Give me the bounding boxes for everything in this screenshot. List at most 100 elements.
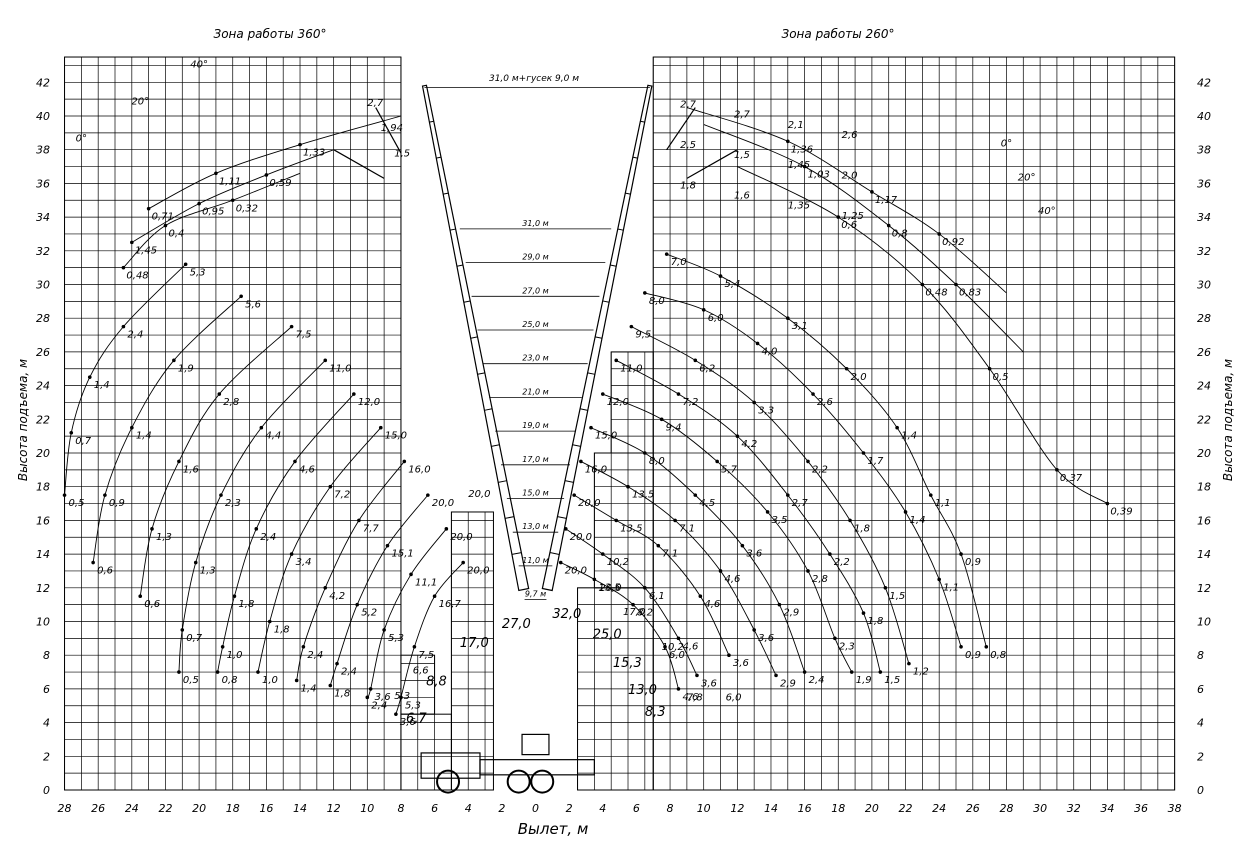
y-tick-label-left: 10 (36, 616, 50, 629)
load-value-label: 8,0 (649, 296, 665, 307)
y-tick-label-right: 20 (1197, 447, 1211, 460)
load-point (802, 670, 807, 674)
jib-sketch-right (686, 149, 738, 179)
short-boom-load-left: 6,7 (406, 712, 427, 727)
jib-load-point (937, 232, 941, 236)
load-value-label: 2,4 (809, 675, 825, 686)
jib-load-point (230, 198, 235, 203)
load-value-label: 2,4 (260, 532, 276, 543)
load-value-label: 4,6 (725, 574, 741, 585)
load-point (984, 644, 989, 649)
load-point (786, 316, 790, 321)
load-value-label: 3,3 (758, 405, 774, 416)
short-boom-load-right: 17,0 (623, 607, 645, 618)
load-value-label: 3,6 (375, 692, 391, 703)
load-point (806, 569, 810, 573)
load-point (444, 527, 449, 531)
load-point (752, 628, 756, 632)
load-value-label: 1,9 (178, 363, 194, 374)
y-tick-label-right: 30 (1197, 279, 1211, 292)
y-tick-label-left: 42 (36, 76, 50, 89)
y-tick-label-left: 18 (36, 481, 50, 494)
load-value-label: 1,4 (901, 431, 917, 442)
load-point (558, 560, 563, 565)
load-point (693, 358, 698, 363)
y-tick-label-right: 2 (1197, 750, 1204, 763)
load-value-label: 5,3 (405, 700, 421, 711)
load-value-label: 3,6 (701, 678, 717, 689)
load-point (740, 543, 745, 548)
y-tick-label-left: 16 (36, 514, 50, 527)
y-tick-label-left: 36 (36, 177, 50, 190)
jib-load-point (146, 206, 151, 211)
load-point (614, 518, 619, 523)
load-point (861, 451, 866, 455)
jib-length-label: 31,0 м+гусек 9,0 м (489, 74, 579, 84)
load-point (62, 493, 67, 497)
load-point (695, 673, 699, 678)
load-point (844, 366, 849, 371)
load-value-label: 1,2 (913, 667, 929, 678)
grid-frame (610, 351, 654, 454)
load-point (626, 484, 630, 489)
jib-tip-label: 2,5 (680, 140, 696, 151)
load-point (718, 274, 723, 278)
jib-angle-label: 0° (1001, 139, 1012, 150)
load-point (215, 670, 220, 674)
load-point (294, 678, 299, 683)
load-point (895, 425, 899, 430)
truck-wheel (506, 769, 531, 794)
y-axis-label-left: Высота подъема, м (16, 359, 30, 481)
load-point (69, 430, 74, 435)
load-point (673, 518, 677, 523)
x-tick-label: 28 (58, 802, 72, 815)
jib-sketch-right (666, 107, 696, 151)
load-point (676, 636, 681, 641)
load-point (715, 459, 719, 464)
x-tick-label: 14 (293, 802, 307, 815)
load-point (676, 687, 681, 691)
x-tick-label: 8 (397, 802, 404, 815)
load-value-label: 5,7 (721, 464, 738, 475)
load-point (239, 294, 243, 299)
y-tick-label-left: 6 (43, 683, 50, 696)
jib-load-label: 0,48 (126, 271, 148, 282)
boom-left-section (456, 264, 464, 267)
load-point (592, 577, 597, 582)
load-point (409, 572, 413, 577)
load-point (959, 644, 963, 649)
y-tick-label-left: 4 (43, 717, 50, 730)
load-point (928, 493, 933, 497)
jib-tip-label: 2,7 (734, 110, 751, 121)
jib-load-label: 1,36 (791, 144, 813, 155)
boom-right-section (572, 444, 581, 447)
load-value-label: 5,3 (388, 633, 404, 644)
load-value-label: 2,9 (783, 608, 799, 619)
load-point (848, 518, 852, 523)
load-point (183, 262, 188, 267)
load-point (828, 552, 832, 556)
load-point (849, 670, 854, 674)
jib-load-point (870, 190, 874, 194)
load-point (172, 358, 176, 363)
short-boom-load-right: 8,3 (645, 705, 666, 720)
short-boom-load-left: 5,3 (394, 691, 410, 702)
jib-load-label: 0,37 (1060, 473, 1083, 484)
load-value-label: 1,7 (867, 456, 884, 467)
jib-load-label: 0,32 (236, 203, 258, 214)
load-value-label: 6,1 (649, 591, 665, 602)
load-value-label: 1,6 (183, 464, 199, 475)
jib-load-point (802, 164, 807, 169)
load-value-label: 0,6 (144, 599, 160, 610)
load-point (177, 670, 181, 674)
short-boom-load-left: 6,6 (413, 666, 429, 677)
x-tick-label: 26 (966, 802, 980, 815)
y-tick-label-right: 42 (1197, 76, 1211, 89)
load-value-label: 7,1 (679, 523, 695, 534)
load-point (335, 661, 339, 666)
load-value-label: 7,7 (363, 523, 380, 534)
load-point (907, 661, 911, 666)
grid-frame (64, 56, 402, 791)
boom-right-section (632, 156, 638, 159)
boom-left-section (484, 408, 493, 411)
